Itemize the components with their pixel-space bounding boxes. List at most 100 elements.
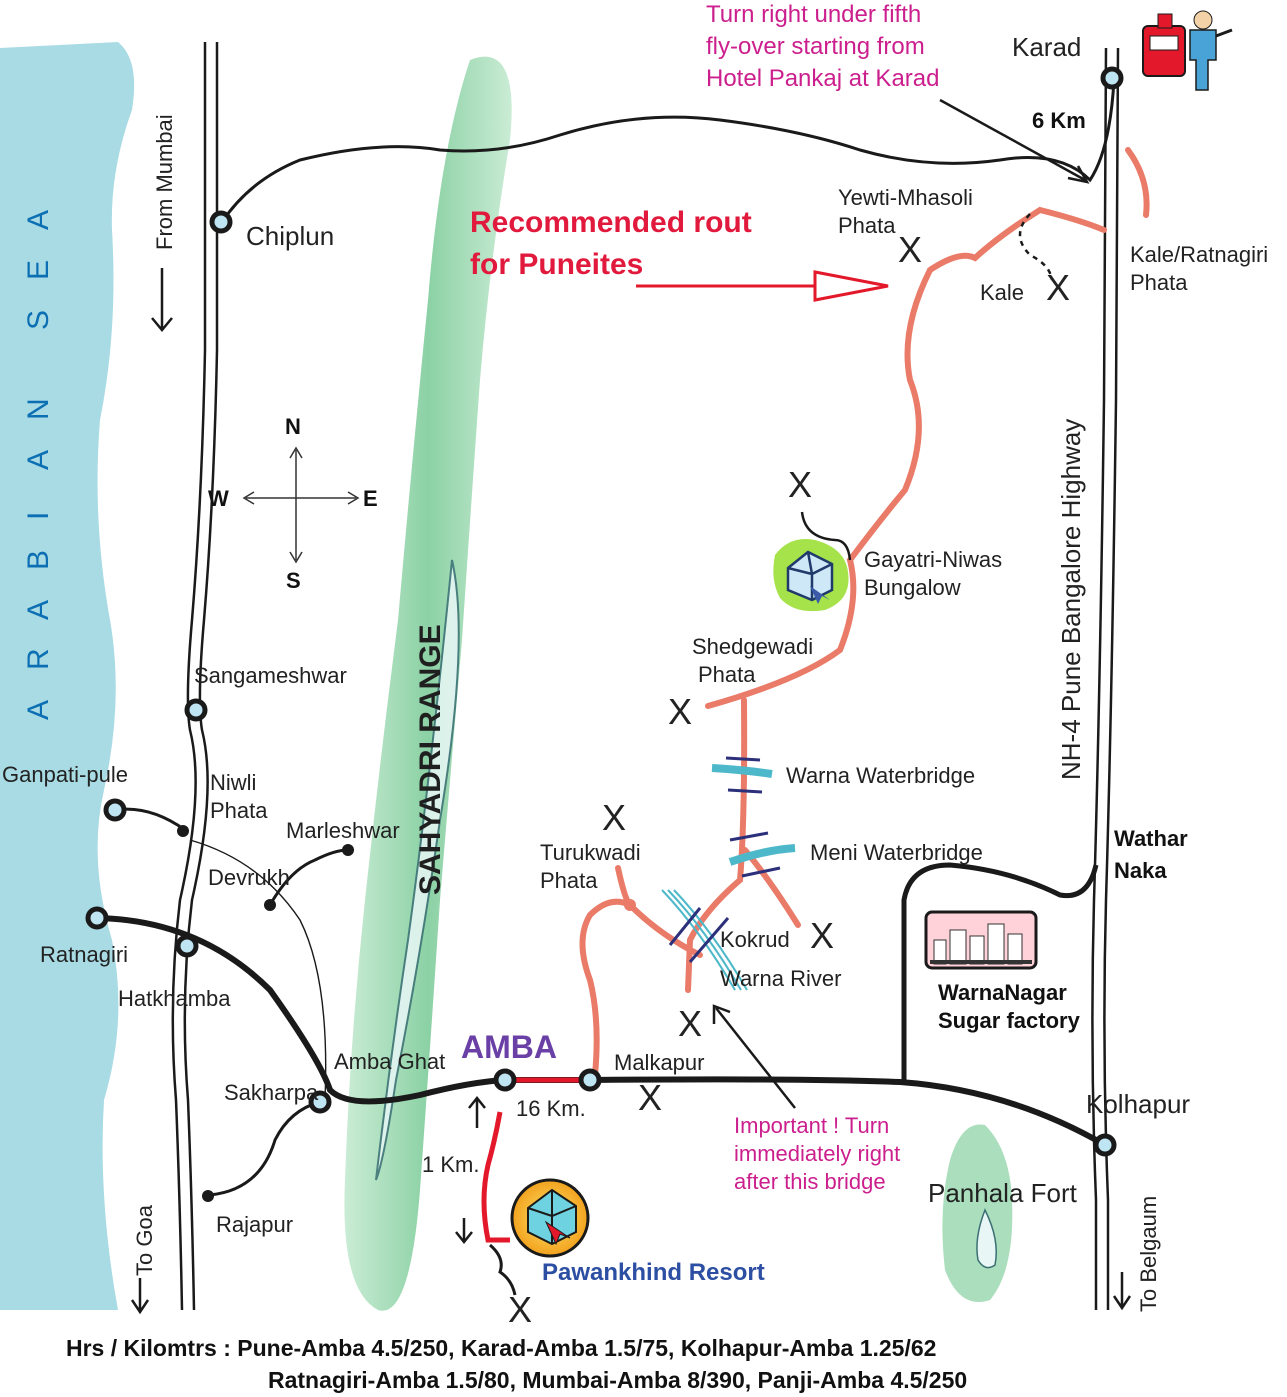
warna-river-label: Warna River bbox=[720, 966, 841, 991]
bungalow-house-icon bbox=[773, 539, 849, 612]
meni-waterbridge-icon bbox=[728, 831, 796, 878]
recommended-note-2: for Puneites bbox=[470, 248, 643, 281]
warnanagar-label-1: WarnaNagar bbox=[938, 980, 1067, 1005]
ratnagiri-kolhapur-road bbox=[94, 915, 1108, 1148]
down-arrow-icon bbox=[455, 1218, 473, 1245]
sea-letter: A bbox=[22, 210, 55, 230]
x-mark: X bbox=[668, 691, 692, 732]
compass-east: E bbox=[363, 486, 378, 511]
panhala-fort-hill bbox=[942, 1124, 1013, 1302]
range-highlight bbox=[375, 559, 460, 1181]
kolhapur-label: Kolhapur bbox=[1086, 1089, 1190, 1119]
devrukh-label: Devrukh bbox=[208, 865, 290, 890]
panhala-lake bbox=[976, 1208, 997, 1269]
sea-letter: A bbox=[22, 600, 55, 620]
to-goa-label: To Goa bbox=[132, 1204, 157, 1276]
up-arrow-icon bbox=[468, 1095, 486, 1128]
ratnagiri-node bbox=[85, 906, 109, 930]
malkapur-node bbox=[578, 1068, 602, 1092]
x-mark: X bbox=[602, 797, 626, 838]
kokrud-bridge-icon bbox=[661, 889, 748, 991]
pointer-arrow-icon bbox=[712, 1004, 796, 1109]
x-mark: X bbox=[638, 1077, 662, 1118]
chiplun-karad-road bbox=[220, 79, 1116, 223]
warnanagar-label-2: Sugar factory bbox=[938, 1008, 1081, 1033]
wathar-label-1: Wathar bbox=[1114, 826, 1188, 851]
small-junctions bbox=[177, 825, 636, 1202]
resort-red-route bbox=[481, 1111, 510, 1243]
sugar-factory-icon bbox=[924, 910, 1038, 970]
amba-node bbox=[493, 1068, 517, 1092]
marleshwar-label: Marleshwar bbox=[286, 818, 400, 843]
resort-1km: 1 Km. bbox=[422, 1152, 479, 1177]
x-mark: X bbox=[1046, 267, 1070, 308]
meni-bridge-label: Meni Waterbridge bbox=[810, 840, 983, 865]
rajapur-label: Rajapur bbox=[216, 1212, 293, 1237]
sakharpa-label: Sakharpa bbox=[224, 1080, 319, 1105]
niwli-label-2: Phata bbox=[210, 798, 268, 823]
yewti-label-1: Yewti-Mhasoli bbox=[838, 185, 973, 210]
recommended-arrow-icon bbox=[636, 270, 889, 302]
mumbai-goa-highway bbox=[171, 42, 219, 1311]
shedgewadi-label-2: Phata bbox=[698, 662, 756, 687]
footer-line-2: Ratnagiri-Amba 1.5/80, Mumbai-Amba 8/390… bbox=[268, 1367, 967, 1393]
nodes bbox=[85, 66, 1124, 1157]
x-mark: X bbox=[508, 1289, 532, 1330]
sea-letter: N bbox=[22, 398, 55, 420]
turukwadi-label-2: Phata bbox=[540, 868, 598, 893]
compass-north: N bbox=[285, 414, 301, 439]
kale-ratnagiri-label-2: Phata bbox=[1130, 270, 1188, 295]
x-marks: X X X X X X X X X bbox=[508, 229, 1070, 1330]
amba-label: AMBA bbox=[461, 1029, 557, 1065]
sea-letter: A bbox=[22, 450, 55, 470]
pointer-arrow-icon bbox=[939, 98, 1090, 184]
panhala-label: Panhala Fort bbox=[928, 1178, 1078, 1208]
sangameshwar-label: Sangameshwar bbox=[194, 663, 347, 688]
resort-label: Pawankhind Resort bbox=[542, 1259, 765, 1286]
kolhapur-node bbox=[1093, 1133, 1117, 1157]
sea-letter: R bbox=[22, 648, 55, 670]
chiplun-node bbox=[209, 210, 233, 234]
down-arrow-icon bbox=[130, 1278, 150, 1315]
compass-rose bbox=[242, 446, 360, 564]
turn-right-note-3: Hotel Pankaj at Karad bbox=[706, 65, 939, 92]
recommended-note-1: Recommended rout bbox=[470, 206, 752, 239]
yewti-label-2: Phata bbox=[838, 213, 896, 238]
ganpatipule-label: Ganpati-pule bbox=[2, 762, 128, 787]
sea-letter: A bbox=[22, 700, 55, 720]
down-arrow-icon bbox=[151, 268, 173, 332]
footer-line-1: Hrs / Kilomtrs : Pune-Amba 4.5/250, Kara… bbox=[66, 1335, 936, 1361]
from-mumbai-label: From Mumbai bbox=[152, 114, 177, 250]
kale-label: Kale bbox=[980, 280, 1024, 305]
to-belgaum-label: To Belgaum bbox=[1136, 1196, 1161, 1312]
compass-west: W bbox=[208, 486, 229, 511]
nh4-highway bbox=[1091, 47, 1120, 1310]
hatkhamba-node bbox=[175, 934, 199, 958]
gayatri-label-1: Gayatri-Niwas bbox=[864, 547, 1002, 572]
sahyadri-range bbox=[344, 56, 512, 1311]
turn-right-note-1: Turn right under fifth bbox=[706, 1, 921, 28]
malkapur-label: Malkapur bbox=[614, 1050, 704, 1075]
karad-node bbox=[1100, 66, 1124, 90]
sangameshwar-node bbox=[184, 698, 208, 722]
chiplun-label: Chiplun bbox=[246, 221, 334, 251]
amba-ghat-label: Amba Ghat bbox=[334, 1049, 445, 1074]
devrukh-road bbox=[189, 839, 327, 1101]
wathar-road bbox=[901, 862, 1099, 1084]
shedgewadi-label-1: Shedgewadi bbox=[692, 634, 813, 659]
resort-track bbox=[488, 1243, 517, 1296]
kokrud-label: Kokrud bbox=[720, 927, 790, 952]
important-note-2: immediately right bbox=[734, 1141, 900, 1166]
kale-ratnagiri-label-1: Kale/Ratnagiri bbox=[1130, 242, 1268, 267]
x-mark: X bbox=[898, 229, 922, 270]
niwli-label-1: Niwli bbox=[210, 770, 256, 795]
sea-letter: I bbox=[22, 512, 55, 520]
turukwadi-label-1: Turukwadi bbox=[540, 840, 641, 865]
karad-label: Karad bbox=[1012, 32, 1081, 62]
ratnagiri-label: Ratnagiri bbox=[40, 942, 128, 967]
x-mark: X bbox=[810, 915, 834, 956]
sea-letter: E bbox=[22, 260, 55, 280]
warna-waterbridge-icon bbox=[711, 756, 773, 794]
